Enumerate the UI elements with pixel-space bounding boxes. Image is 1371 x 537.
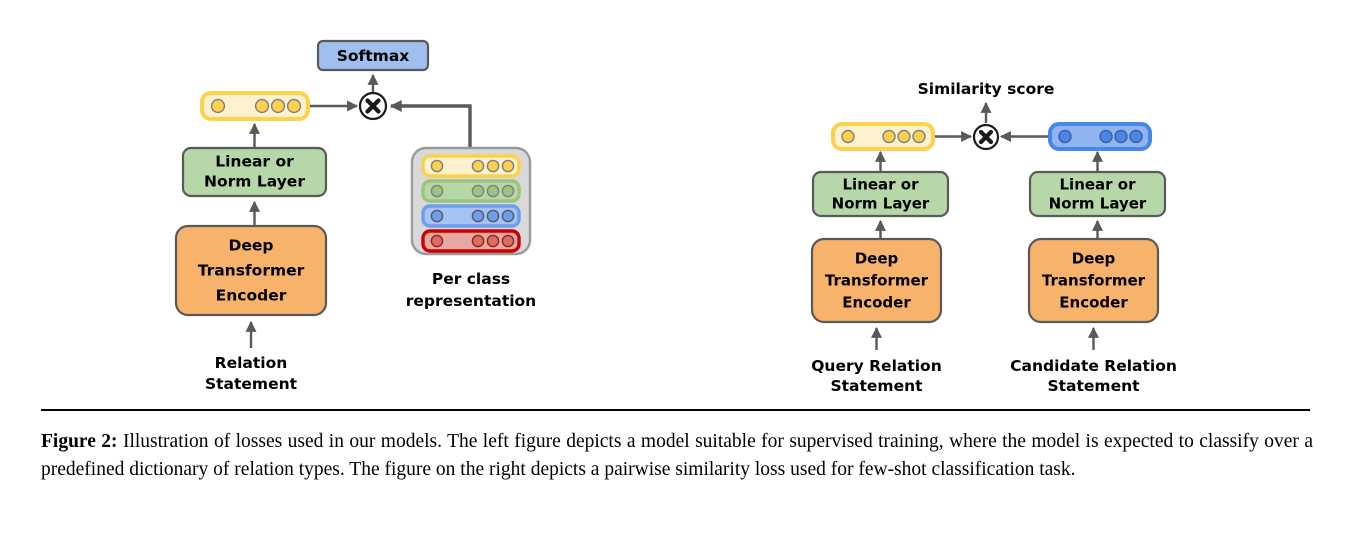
candidate-embedding-vector[interactable] [1048, 122, 1152, 151]
linear-norm-layer-box-left[interactable]: Linear or Norm Layer [181, 146, 328, 198]
query-embedding-vector[interactable] [831, 122, 935, 151]
multiply-node-right[interactable] [972, 123, 1000, 151]
per-class-red-dot-2 [471, 234, 485, 248]
candidate-relation-statement-label: Candidate Relation Statement [1010, 357, 1177, 395]
right-diagram-fewshot: Similarity score [810, 80, 1177, 395]
relation-embedding-vector[interactable] [200, 91, 310, 121]
softmax-box-shape [316, 39, 430, 72]
query-dot-4 [912, 129, 926, 144]
query-dot-1 [841, 129, 855, 144]
candidate-linear-box-shape [1028, 170, 1167, 218]
per-class-yellow-dot-3 [486, 159, 500, 173]
embedding-dot-2 [254, 98, 270, 114]
candidate-encoder-box-shape [1027, 237, 1160, 324]
query-dot-2 [882, 129, 896, 144]
figure-illustration: Softmax Linear or Norm Layer [174, 39, 1177, 395]
embedding-dot-4 [286, 98, 302, 114]
per-class-red-dot-1 [430, 234, 444, 248]
figure-caption-text: Illustration of losses used in our model… [41, 431, 1313, 480]
deep-transformer-encoder-box-left[interactable]: Deep Transformer Encoder [174, 224, 328, 317]
encoder-line1: Deep [229, 237, 274, 255]
per-class-row-blue[interactable] [421, 204, 521, 228]
candidate-encoder-line1: Deep [1072, 250, 1116, 268]
figure-caption-label: Figure 2: [41, 431, 118, 452]
per-class-row-green[interactable] [421, 179, 521, 203]
query-linear-line2: Norm Layer [832, 195, 930, 213]
candidate-dot-4 [1129, 129, 1143, 144]
query-branch: Linear or Norm Layer Deep Transformer En… [810, 150, 950, 395]
multiply-stroke-b [365, 98, 381, 114]
candidate-input-line2: Statement [1047, 377, 1140, 395]
multiply-node-left[interactable] [358, 91, 388, 121]
query-encoder-line2: Transformer [825, 272, 929, 290]
candidate-branch: Linear or Norm Layer Deep Transformer En… [1010, 150, 1177, 395]
candidate-dot-1 [1058, 129, 1072, 144]
per-class-yellow-dot-4 [501, 159, 515, 173]
candidate-encoder-line3: Encoder [1059, 294, 1128, 312]
per-class-red-dot-3 [486, 234, 500, 248]
candidate-encoder-line2: Transformer [1042, 272, 1146, 290]
encoder-line2: Transformer [198, 262, 305, 280]
softmax-box[interactable]: Softmax [316, 39, 430, 72]
per-class-blue-dot-4 [501, 209, 515, 223]
per-class-row-yellow[interactable] [421, 154, 521, 178]
embedding-dot-3 [270, 98, 286, 114]
query-encoder-box-shape [810, 237, 943, 324]
candidate-linear-line2: Norm Layer [1049, 195, 1147, 213]
query-linear-box-shape [811, 170, 950, 218]
query-encoder-line1: Deep [855, 250, 899, 268]
per-class-yellow-dot-1 [430, 159, 444, 173]
query-input-line2: Statement [830, 377, 923, 395]
per-class-red-dot-4 [501, 234, 515, 248]
per-class-line1: Per class [432, 270, 510, 288]
per-class-representation-stack[interactable] [410, 146, 532, 256]
per-class-green-dot-3 [486, 184, 500, 198]
encoder-line3: Encoder [216, 287, 287, 305]
query-input-line1: Query Relation [811, 357, 942, 375]
per-class-green-dot-2 [471, 184, 485, 198]
query-dot-3 [897, 129, 911, 144]
figure-divider-rule [41, 409, 1310, 411]
per-class-representation-label: Per class representation [406, 270, 536, 310]
linear-norm-layer-box-candidate[interactable]: Linear or Norm Layer [1028, 170, 1167, 218]
linear-norm-layer-box-query[interactable]: Linear or Norm Layer [811, 170, 950, 218]
relation-statement-label: Relation Statement [205, 354, 298, 393]
similarity-score-label: Similarity score [918, 80, 1055, 98]
deep-transformer-encoder-box-query[interactable]: Deep Transformer Encoder [810, 237, 943, 324]
candidate-dot-3 [1114, 129, 1128, 144]
per-class-blue-dot-3 [486, 209, 500, 223]
relation-statement-line1: Relation [215, 354, 288, 372]
figure-caption: Figure 2: Illustration of losses used in… [41, 428, 1313, 483]
per-class-green-dot-4 [501, 184, 515, 198]
left-diagram-supervised: Softmax Linear or Norm Layer [174, 39, 536, 393]
per-class-yellow-dot-2 [471, 159, 485, 173]
per-class-row-red[interactable] [421, 229, 521, 253]
arrow-perclass-to-multiply [389, 100, 472, 152]
query-linear-line1: Linear or [843, 176, 920, 194]
linear-norm-box-shape [181, 146, 328, 198]
per-class-blue-dot-1 [430, 209, 444, 223]
embedding-dot-1 [210, 98, 226, 114]
per-class-green-dot-1 [430, 184, 444, 198]
linear-norm-line2: Norm Layer [204, 173, 305, 191]
query-relation-statement-label: Query Relation Statement [811, 357, 942, 395]
deep-transformer-encoder-box-candidate[interactable]: Deep Transformer Encoder [1027, 237, 1160, 324]
encoder-box-shape [174, 224, 328, 317]
linear-norm-line1: Linear or [215, 153, 294, 171]
losses-diagram: Softmax Linear or Norm Layer [174, 39, 1177, 395]
candidate-input-line1: Candidate Relation [1010, 357, 1177, 375]
multiply-right-stroke-b [978, 129, 994, 145]
per-class-blue-dot-2 [471, 209, 485, 223]
candidate-dot-2 [1099, 129, 1113, 144]
relation-statement-line2: Statement [205, 375, 298, 393]
per-class-line2: representation [406, 292, 536, 310]
query-encoder-line3: Encoder [842, 294, 911, 312]
candidate-linear-line1: Linear or [1060, 176, 1137, 194]
softmax-label: Softmax [337, 47, 410, 65]
